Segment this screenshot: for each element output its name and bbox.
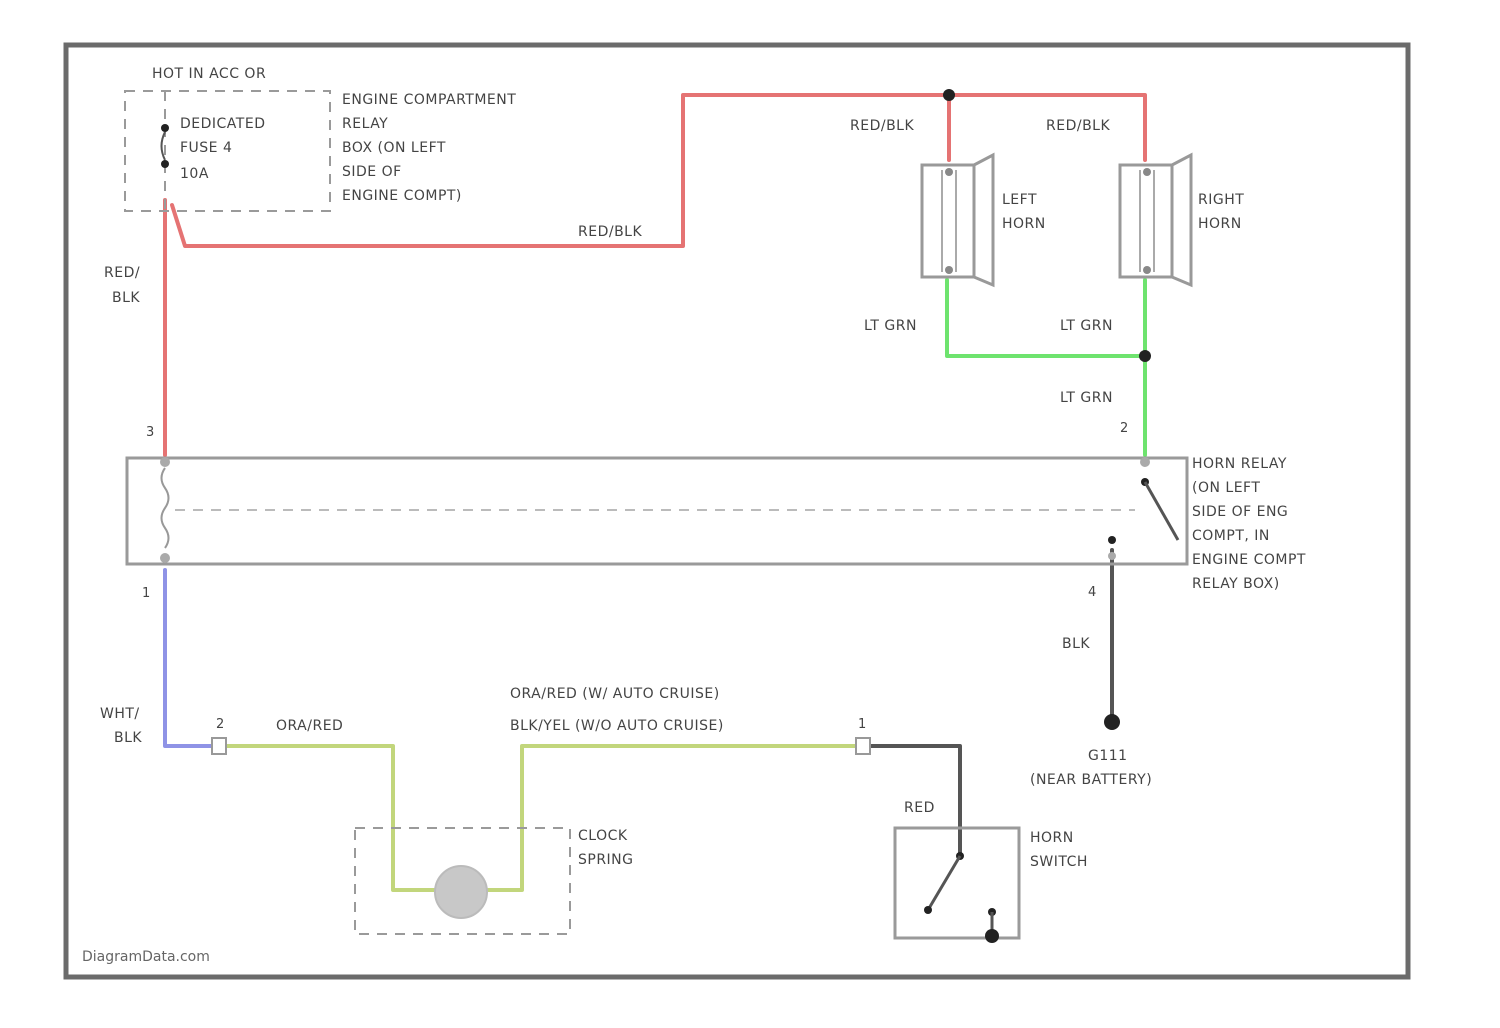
ora-red-wire-to-clock-spring (225, 746, 445, 890)
wht-blk-label-2: BLK (114, 730, 142, 746)
connector-left-icon (212, 738, 226, 754)
relay-pin-4-label: 4 (1088, 585, 1096, 600)
fuse-location-line-2: RELAY (342, 116, 388, 132)
fuse-name-line-1: DEDICATED (180, 116, 265, 132)
fuse-location-line-4: SIDE OF (342, 164, 402, 180)
relay-pin-2-label: 2 (1120, 421, 1128, 436)
left-horn-label-1: LEFT (1002, 192, 1037, 208)
connector-right-icon (856, 738, 870, 754)
fuse-hot-label: HOT IN ACC OR (152, 66, 266, 82)
red-blk-splice-dot (943, 89, 955, 101)
ora-red-wire-clock-spring-to-switch (478, 746, 858, 890)
relay-pin-1-terminal (160, 553, 170, 563)
horn-switch-label-1: HORN (1030, 830, 1074, 846)
red-blk-vertical-label-1: RED/ (104, 265, 140, 281)
ground-label-2: (NEAR BATTERY) (1030, 772, 1152, 788)
ora-red-label: ORA/RED (276, 718, 343, 734)
horn-relay-label-4: COMPT, IN (1192, 528, 1270, 544)
right-horn-icon (1120, 155, 1191, 285)
red-blk-left-horn-label: RED/BLK (850, 118, 914, 134)
horn-switch-ground-icon (985, 929, 999, 943)
horn-relay-label-6: RELAY BOX) (1192, 576, 1280, 592)
fuse-terminal-bottom (161, 160, 169, 168)
red-blk-vertical-label-2: BLK (112, 290, 140, 306)
fuse-name-line-2: FUSE 4 (180, 140, 232, 156)
ground-label-1: G111 (1088, 748, 1128, 764)
relay-pin-3-terminal (160, 457, 170, 467)
horn-relay-label-3: SIDE OF ENG (1192, 504, 1288, 520)
fuse-terminal-top (161, 124, 169, 132)
relay-pin-2-terminal (1140, 457, 1150, 467)
horn-switch-box (895, 828, 1019, 938)
relay-coil-icon (162, 468, 169, 548)
horn-relay-label-2: (ON LEFT (1192, 480, 1260, 496)
clock-spring-label-1: CLOCK (578, 828, 628, 844)
wht-blk-wire (165, 570, 215, 746)
red-blk-top-label: RED/BLK (578, 224, 642, 240)
fuse-location-line-1: ENGINE COMPARTMENT (342, 92, 516, 108)
left-horn-icon (922, 155, 993, 285)
wht-blk-label-1: WHT/ (100, 706, 140, 722)
lt-grn-splice-dot (1139, 350, 1151, 362)
horn-relay-label-1: HORN RELAY (1192, 456, 1287, 472)
ground-g111-icon (1104, 714, 1120, 730)
connector-right-pin: 1 (858, 717, 866, 732)
relay-switch-arm-icon (1145, 482, 1178, 540)
relay-switch-contact (1108, 536, 1116, 544)
red-blk-right-horn-label: RED/BLK (1046, 118, 1110, 134)
ora-red-auto-cruise-label: ORA/RED (W/ AUTO CRUISE) (510, 686, 720, 702)
horn-switch-label-2: SWITCH (1030, 854, 1088, 870)
clock-spring-label-2: SPRING (578, 852, 634, 868)
lt-grn-lower-label: LT GRN (1060, 390, 1113, 406)
red-blk-wire-fuse-to-horns (172, 95, 1145, 246)
clock-spring-icon (435, 866, 487, 918)
connector-left-pin: 2 (216, 717, 224, 732)
relay-pin-1-label: 1 (142, 586, 150, 601)
horn-switch-pivot (924, 906, 932, 914)
lt-grn-wire-left-horn (947, 280, 1145, 356)
blk-wire-label: BLK (1062, 636, 1090, 652)
lt-grn-right-label: LT GRN (1060, 318, 1113, 334)
left-horn-label-2: HORN (1002, 216, 1046, 232)
right-horn-label-1: RIGHT (1198, 192, 1244, 208)
fuse-location-line-3: BOX (ON LEFT (342, 140, 446, 156)
watermark-text: DiagramData.com (82, 949, 210, 965)
relay-pin-4-terminal (1108, 552, 1116, 560)
blk-yel-no-auto-cruise-label: BLK/YEL (W/O AUTO CRUISE) (510, 718, 724, 734)
lt-grn-left-label: LT GRN (864, 318, 917, 334)
fuse-location-line-5: ENGINE COMPT) (342, 188, 462, 204)
horn-relay-label-5: ENGINE COMPT (1192, 552, 1306, 568)
relay-pin-3-label: 3 (146, 425, 154, 440)
right-horn-label-2: HORN (1198, 216, 1242, 232)
red-wire-label: RED (904, 800, 935, 816)
horn-switch-arm-icon (928, 856, 960, 910)
fuse-name-line-3: 10A (180, 166, 209, 182)
